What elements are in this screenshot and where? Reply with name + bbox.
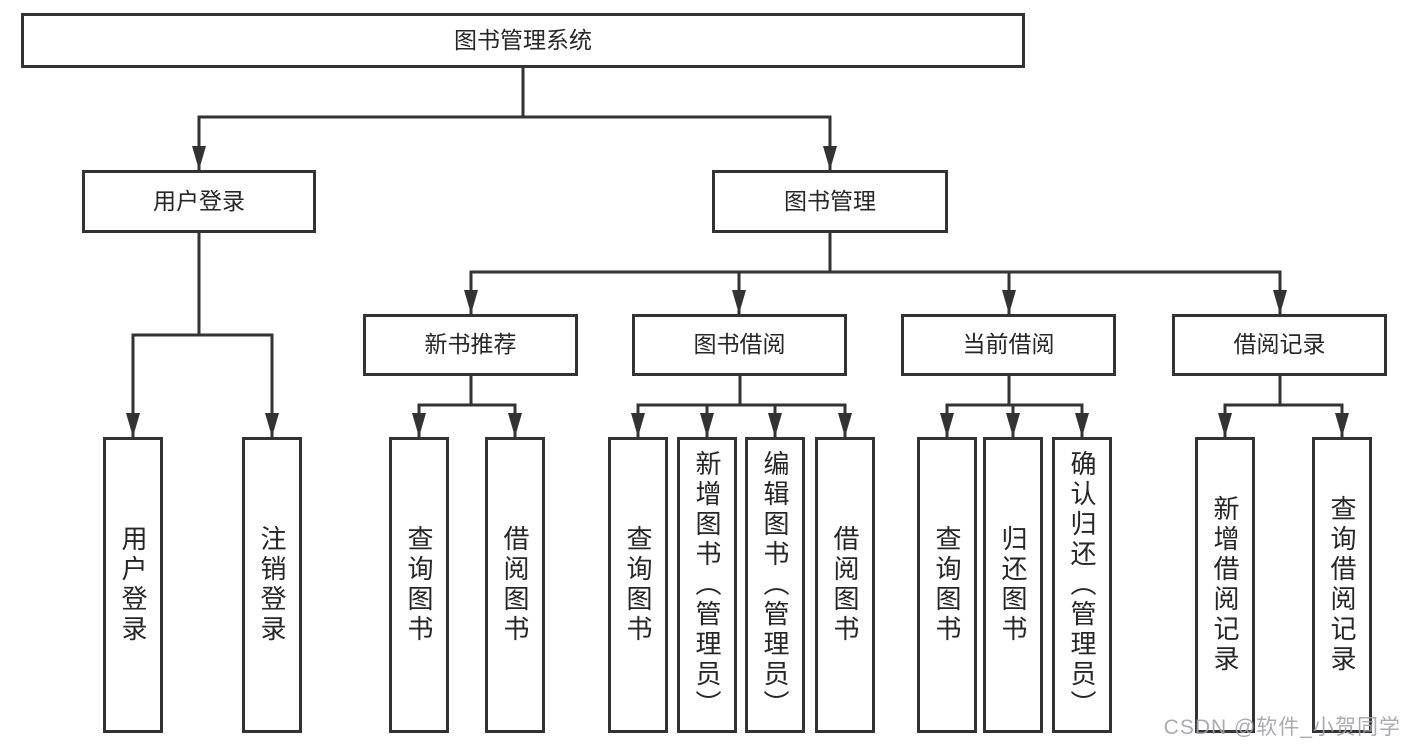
connector-book-borrowing xyxy=(631,374,852,439)
node-label: 新书推荐 xyxy=(424,331,517,358)
node-book-borrowing: 图书借阅 xyxy=(632,314,847,376)
node-label: 归还图书 xyxy=(998,525,1028,645)
node-label: 借阅图书 xyxy=(830,525,860,645)
csdn-watermark: CSDN @软件_小贺同学 xyxy=(1163,716,1401,739)
node-label: 当前借阅 xyxy=(962,331,1055,358)
node-label: 查询借阅记录 xyxy=(1327,495,1357,675)
leaf-records-query-record: 查询借阅记录 xyxy=(1312,437,1372,733)
connector-user-login xyxy=(126,231,279,439)
node-label: 新增借阅记录 xyxy=(1210,495,1240,675)
leaf-borrow-query-books: 查询图书 xyxy=(608,437,668,733)
node-book-management: 图书管理 xyxy=(712,170,948,233)
node-label: 查询图书 xyxy=(932,525,962,645)
leaf-current-return-books: 归还图书 xyxy=(983,437,1043,733)
leaf-borrow-add-books-admin: 新增图书（管理员） xyxy=(677,437,737,733)
node-label: 图书管理 xyxy=(784,187,876,214)
node-label: 确认归还（管理员） xyxy=(1067,450,1097,720)
node-label: 新增图书（管理员） xyxy=(692,450,722,720)
connector-borrowing-records xyxy=(1218,374,1349,439)
leaf-newbooks-borrow-books: 借阅图书 xyxy=(485,437,545,733)
leaf-logout: 注销登录 xyxy=(242,437,302,733)
leaf-newbooks-query-books: 查询图书 xyxy=(389,437,449,733)
node-new-book-recommendation: 新书推荐 xyxy=(363,314,578,376)
leaf-current-query-books: 查询图书 xyxy=(917,437,977,733)
node-label: 注销登录 xyxy=(257,525,287,645)
leaf-current-confirm-return-admin: 确认归还（管理员） xyxy=(1052,437,1112,733)
node-label: 图书管理系统 xyxy=(454,26,592,53)
connector-book-management xyxy=(464,231,1287,316)
node-label: 借阅图书 xyxy=(500,525,530,645)
leaf-records-add-record: 新增借阅记录 xyxy=(1195,437,1255,733)
node-root: 图书管理系统 xyxy=(21,13,1025,68)
connector-root xyxy=(192,66,837,172)
node-label: 编辑图书（管理员） xyxy=(760,450,790,720)
leaf-borrow-edit-books-admin: 编辑图书（管理员） xyxy=(745,437,805,733)
leaf-borrow-borrow-books: 借阅图书 xyxy=(815,437,875,733)
node-label: 用户登录 xyxy=(118,525,148,645)
leaf-user-login: 用户登录 xyxy=(103,437,163,733)
node-label: 用户登录 xyxy=(153,187,245,214)
node-user-login: 用户登录 xyxy=(82,170,316,233)
node-current-borrowing: 当前借阅 xyxy=(901,314,1116,376)
connector-new-book-recommendation xyxy=(412,374,522,439)
connector-current-borrowing xyxy=(940,374,1089,439)
node-label: 查询图书 xyxy=(623,525,653,645)
node-label: 查询图书 xyxy=(404,525,434,645)
node-label: 图书借阅 xyxy=(693,331,786,358)
node-label: 借阅记录 xyxy=(1233,331,1326,358)
node-borrowing-records: 借阅记录 xyxy=(1172,314,1387,376)
